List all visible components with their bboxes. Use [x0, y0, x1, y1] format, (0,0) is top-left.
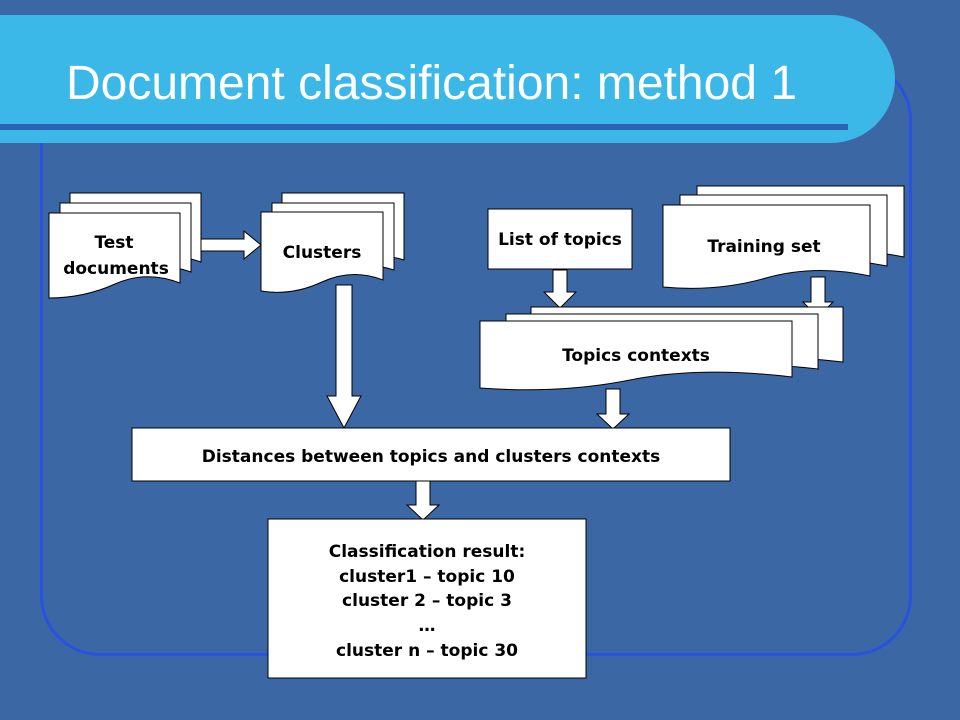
title-bar	[0, 15, 895, 143]
list-of-topics-label: List of topics	[498, 230, 622, 250]
clusters-label: Clusters	[283, 243, 362, 263]
test-documents-label-1: Test	[94, 233, 133, 253]
arrow-distances-to-result	[405, 480, 441, 521]
result-line-1: Classification result:	[329, 542, 526, 562]
classification-result-node	[267, 518, 587, 679]
arrow-test-to-clusters	[200, 229, 262, 261]
result-line-4: …	[419, 616, 436, 636]
test-documents-label-2: documents	[63, 259, 169, 279]
topics-contexts-label: Topics contexts	[562, 346, 710, 366]
distances-label: Distances between topics and clusters co…	[202, 447, 661, 467]
arrow-contexts-to-distances	[595, 388, 631, 430]
distances-node	[131, 427, 731, 482]
result-line-3: cluster 2 – topic 3	[342, 591, 512, 611]
training-set-label: Training set	[707, 237, 820, 257]
result-line-5: cluster n – topic 30	[336, 641, 518, 661]
slide-title: Document classification: method 1	[66, 57, 798, 110]
arrow-topics-to-contexts	[542, 269, 578, 309]
test-documents-node	[48, 192, 202, 299]
arrow-clusters-to-distances	[326, 284, 362, 430]
list-of-topics-node	[487, 208, 633, 270]
result-line-2: cluster1 – topic 10	[339, 567, 515, 587]
training-set-node	[662, 185, 905, 289]
clusters-node	[260, 192, 405, 293]
title-underline	[0, 124, 848, 130]
topics-contexts-node	[479, 306, 844, 391]
